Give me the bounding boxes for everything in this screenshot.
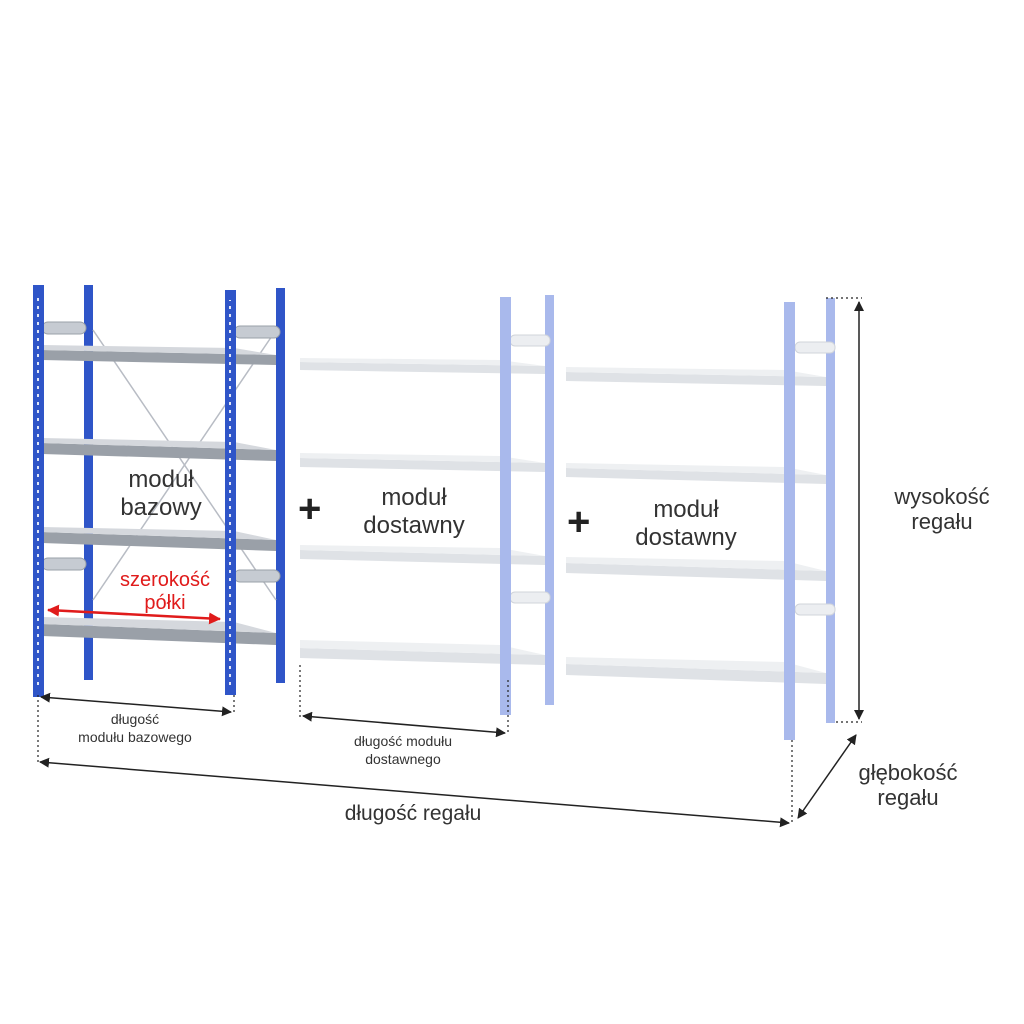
add-shelf (566, 372, 826, 386)
add-shelf (300, 648, 545, 665)
add-shelf (300, 458, 545, 472)
length-add-arrow (302, 711, 506, 738)
add-upright-back (826, 298, 835, 723)
add-upright-front (500, 297, 511, 715)
add-on-shelves-1 (300, 358, 545, 665)
base-upright-back-right (276, 288, 285, 683)
add-on-shelves-2 (566, 367, 826, 684)
add-shelf (566, 468, 826, 484)
label-szerokosc-polki: szerokość półki (119, 569, 211, 614)
add-on-module-2 (566, 298, 836, 740)
label-modul-bazowy: moduł bazowy (120, 466, 202, 521)
add-shelf (300, 550, 545, 565)
dimension-lines (37, 297, 864, 828)
label-dlugosc-modulu-dostawnego: długość modułu dostawnego (353, 733, 453, 767)
add-shelf (566, 664, 826, 684)
shelf-width-arrow (47, 604, 221, 625)
add-shelf (566, 563, 826, 581)
label-dlugosc-regalu: długość regału (344, 802, 482, 825)
label-wysokosc-regalu: wysokość regału (894, 484, 990, 535)
depth-arrow (797, 734, 857, 819)
base-shelf (42, 443, 276, 461)
add-upright-front (784, 302, 795, 740)
cross-bracing (92, 329, 277, 601)
label-dlugosc-modulu-bazowego: długość modułu bazowego (78, 711, 192, 745)
label-glebokosc-regalu: głębokość regału (858, 760, 958, 811)
plus-icon: + (298, 487, 322, 531)
label-modul-dostawny-1: moduł dostawny (363, 484, 465, 539)
add-on-module-1 (300, 295, 554, 715)
add-upright-back (545, 295, 554, 705)
base-shelf (42, 624, 276, 645)
label-modul-dostawny-2: moduł dostawny (635, 496, 737, 551)
plus-icon: + (567, 500, 591, 544)
total-length-arrow (39, 757, 790, 828)
base-shelf (42, 532, 276, 551)
length-base-arrow (40, 692, 232, 717)
base-upright-back-left (84, 285, 93, 680)
